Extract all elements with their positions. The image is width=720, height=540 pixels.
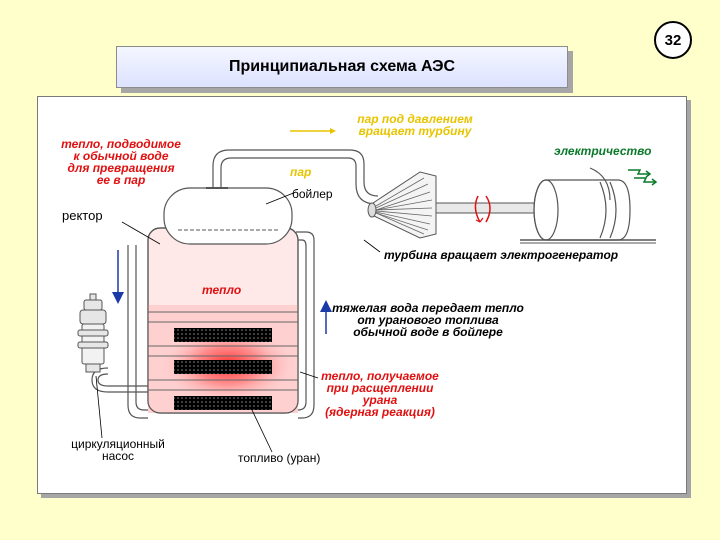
label-line: циркуляционный (71, 437, 165, 451)
fuel-label: топливо (уран) (238, 451, 321, 465)
slide-number: 32 (654, 21, 692, 59)
generator (520, 167, 656, 244)
turbine-shaft (435, 195, 547, 223)
fuel-rod (174, 360, 272, 374)
electricity-arrow-icon (628, 169, 658, 186)
label-line: пар под давлением (357, 112, 473, 126)
steam-pressure-label: пар под давлением вращает турбину (340, 113, 490, 137)
fission-heat-label: тепло, получаемое при расщеплении урана … (310, 370, 450, 418)
label-line: вращает турбину (358, 124, 472, 138)
boiler-label: бойлер (292, 187, 333, 201)
steam-label: пар (290, 165, 312, 179)
turbine (367, 171, 437, 239)
reactor-vessel (147, 227, 299, 414)
label-line: (ядерная реакция) (325, 405, 435, 419)
label-line: от уранового топлива (357, 313, 499, 327)
boiler (163, 187, 293, 245)
leader-lines (95, 191, 381, 453)
label-line: обычной воде в бойлере (353, 325, 503, 339)
label-line: урана (362, 393, 398, 407)
label-line: тяжелая вода передает тепло (332, 301, 524, 315)
label-line: тепло, получаемое (321, 369, 439, 383)
reactor-label: ректор (62, 208, 103, 223)
turbine-generator-label: турбина вращает электрогенератор (384, 248, 619, 262)
circulation-pump-label: циркуляционный насос (56, 438, 180, 462)
steam-pipe (206, 149, 379, 205)
steam-direction-arrow-icon (290, 128, 336, 134)
coolant-loop (127, 231, 315, 419)
heavy-water-label: тяжелая вода передает тепло от уранового… (318, 302, 538, 338)
heat-label: тепло (202, 283, 242, 297)
label-line: насос (101, 449, 135, 463)
fuel-rod (174, 396, 272, 410)
label-line: ее в пар (96, 173, 146, 187)
circulation-pump (77, 293, 109, 373)
electricity-label: электричество (554, 144, 652, 158)
label-line: к обычной воде (73, 149, 169, 163)
page-title: Принципиальная схема АЭС (116, 46, 568, 88)
label-line: при расщеплении (326, 381, 434, 395)
heat-supplied-label: тепло, подводимое к обычной воде для пре… (46, 138, 196, 186)
fuel-rod (174, 328, 272, 342)
diagram-panel (37, 96, 687, 494)
label-line: для превращения (67, 161, 175, 175)
label-line: тепло, подводимое (61, 137, 181, 151)
